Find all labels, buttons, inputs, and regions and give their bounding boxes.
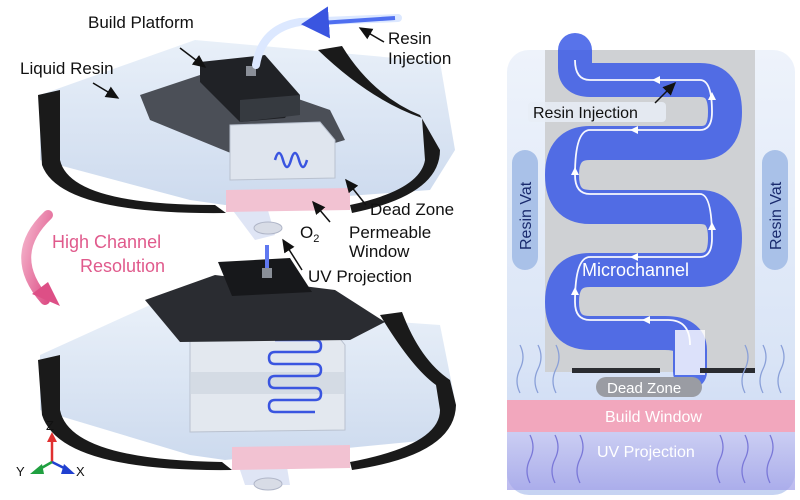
label-resin-injection-right: Resin Injection	[533, 105, 638, 122]
pointer-resin-injection	[358, 27, 385, 43]
label-high-channel-1: High Channel	[52, 232, 161, 252]
axis-y-head	[30, 464, 44, 474]
label-microchannel: Microchannel	[582, 260, 689, 280]
channel-exit-glow	[675, 330, 705, 375]
top-uv-lens	[253, 221, 283, 235]
label-permeable: Permeable	[349, 223, 431, 242]
axis-z-label: Z	[46, 418, 54, 433]
top-vat-left-rim	[38, 90, 226, 214]
microchannel-path	[544, 33, 743, 389]
dead-zone-pill	[596, 377, 702, 397]
flow-arrow-4	[571, 167, 579, 175]
label-resin-injection-2: Injection	[388, 49, 451, 68]
label-dead-zone-right: Dead Zone	[607, 380, 681, 397]
top-platform-block-face	[240, 95, 300, 122]
pointer-build-platform	[179, 47, 207, 68]
resin-injection-label-bg	[528, 102, 666, 122]
pointer-dead-zone	[345, 178, 367, 206]
top-printed-part	[229, 121, 336, 181]
label-resin-injection-1: Resin	[388, 29, 431, 48]
right-panel: Resin Vat Resin Vat Resin Injection Micr…	[507, 33, 795, 495]
flow-arrow-5	[708, 222, 716, 230]
top-platform-pin	[246, 66, 256, 76]
dead-zone-strip-left	[572, 368, 660, 373]
top-build-window	[226, 188, 350, 212]
bottom-platform-pin	[262, 268, 272, 278]
label-uv-projection-right: UV Projection	[597, 444, 695, 461]
label-resin-vat-left: Resin Vat	[518, 181, 535, 250]
label-uv-projection-left: UV Projection	[308, 267, 412, 286]
label-window: Window	[349, 242, 410, 261]
pointer-resin-injection-right	[654, 81, 677, 104]
top-injection-tube	[252, 14, 402, 69]
build-window-band	[507, 400, 795, 432]
bottom-vat-left-rim	[38, 355, 232, 471]
bottom-build-window	[232, 445, 350, 470]
resin-vat-right-pill	[762, 150, 788, 270]
high-channel-arrowhead	[32, 282, 60, 306]
flow-arrow-6	[630, 253, 638, 261]
axis-x-head	[61, 464, 75, 474]
dead-zone-wavy-lines	[516, 344, 785, 394]
pointer-uv-projection	[282, 238, 303, 271]
label-build-platform: Build Platform	[88, 13, 194, 32]
pointer-liquid-resin	[92, 82, 120, 99]
label-o2-base: O	[300, 223, 313, 242]
label-liquid-resin: Liquid Resin	[20, 59, 114, 78]
label-build-window: Build Window	[605, 409, 702, 426]
flow-arrow-2	[708, 92, 716, 100]
axes-triad: Z Y X	[16, 418, 85, 479]
top-part-microchannel	[273, 151, 309, 169]
dead-zone-strip-right	[700, 368, 755, 373]
label-resin-vat-right: Resin Vat	[768, 181, 785, 250]
flow-arrow-3	[630, 126, 638, 134]
bottom-platform-base	[145, 275, 385, 342]
bottom-part-microchannel	[267, 338, 323, 414]
flow-arrow-7	[571, 287, 579, 295]
bottom-vat-right-rim	[350, 312, 456, 470]
resin-vat-left-pill	[512, 150, 538, 270]
uv-projection-band	[507, 432, 795, 490]
uv-wavy-lines	[526, 434, 774, 484]
top-injection-flow	[301, 6, 396, 39]
flow-arrow-8	[642, 316, 650, 324]
label-o2-sub: 2	[313, 233, 319, 245]
axis-x-label: X	[76, 464, 85, 479]
axis-y-label: Y	[16, 464, 25, 479]
flow-arrow-1	[652, 76, 660, 84]
axis-z-head	[47, 432, 57, 442]
pointer-o2-window	[312, 200, 331, 223]
bottom-vat-assembly	[38, 245, 456, 491]
label-o2: O2	[300, 223, 319, 245]
top-vat-assembly	[38, 6, 455, 240]
label-high-channel-2: Resolution	[80, 256, 165, 276]
bottom-uv-lens	[253, 477, 283, 491]
label-dead-zone-left: Dead Zone	[370, 200, 454, 219]
